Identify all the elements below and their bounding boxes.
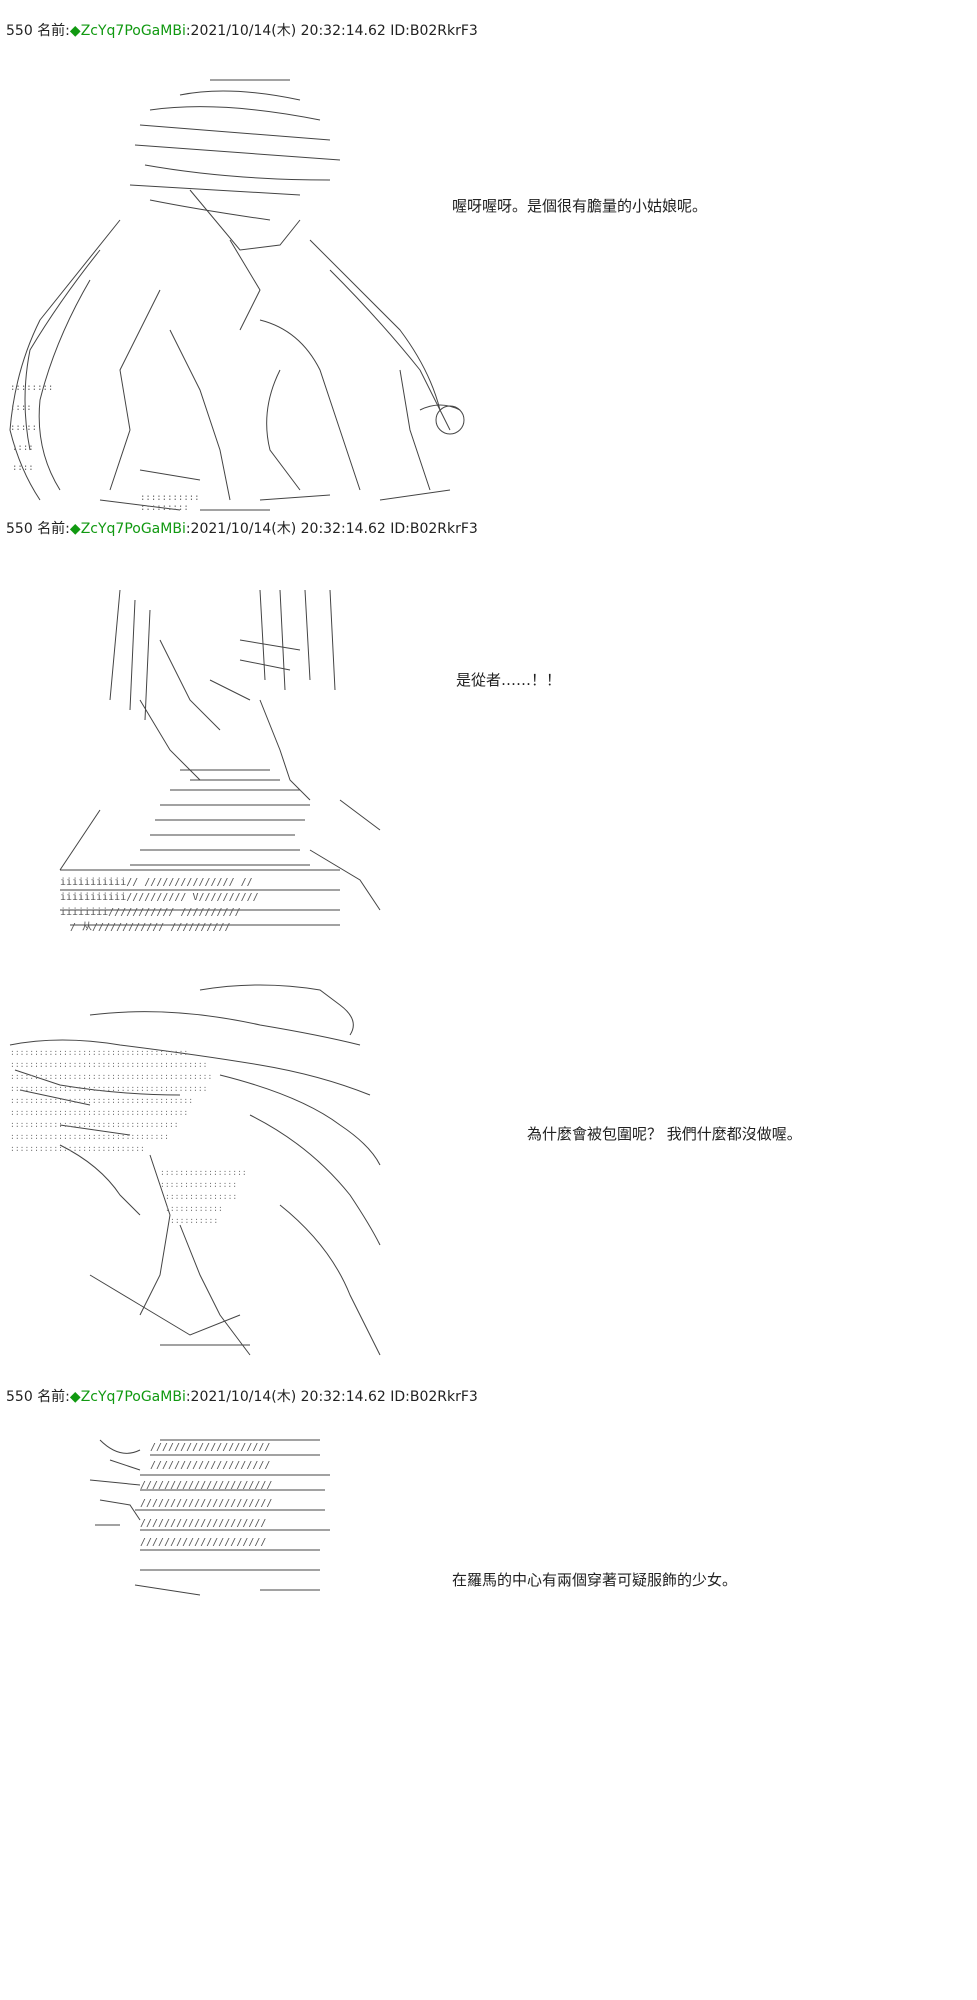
svg-text::::::: ::::: xyxy=(10,423,37,433)
post-datetime: :2021/10/14(木) 20:32:14.62 xyxy=(185,1389,386,1405)
svg-text::::::::::::::::: ::::::::::::::: xyxy=(165,1192,237,1201)
svg-text://////////////////////: ////////////////////// xyxy=(140,1498,272,1509)
svg-text:iiiiiiiiiii////////// V///////: iiiiiiiiiii////////// V////////// xyxy=(60,892,259,903)
svg-text:::::::::::::::::::::::::::::::: ::::::::::::::::::::::::::::::::::::::::… xyxy=(10,1060,207,1069)
svg-text:::::::::::: :::::::::: xyxy=(170,1216,218,1225)
dialogue-line: 是從者……！！ xyxy=(456,671,562,689)
post-id[interactable]: ID:B02RkrF3 xyxy=(390,23,478,39)
ascii-art-drawing: iiiiiiiiiii// /////////////// // iiiiiii… xyxy=(59,589,381,933)
dialogue-line: 為什麼會被包圍呢？ 我們什麼都沒做喔。 xyxy=(527,1125,802,1143)
svg-text:::::::::::::::::: :::::::::::::::: xyxy=(160,1180,237,1189)
svg-text:::::::::::::::::::::::::::::::: ::::::::::::::::::::::::::::::::: xyxy=(10,1132,169,1141)
post-datetime: :2021/10/14(木) 20:32:14.62 xyxy=(185,521,386,537)
post-header: 550 名前:◆ZcYq7PoGaMBi:2021/10/14(木) 20:32… xyxy=(6,520,478,538)
post-header: 550 名前:◆ZcYq7PoGaMBi:2021/10/14(木) 20:32… xyxy=(6,1388,478,1406)
name-label: 名前: xyxy=(37,521,70,537)
svg-text:::::::::::::::::::::::::::::::: ::::::::::::::::::::::::::::::::::: xyxy=(10,1120,179,1129)
post-datetime: :2021/10/14(木) 20:32:14.62 xyxy=(185,23,386,39)
trip-diamond-icon: ◆ xyxy=(69,521,81,537)
svg-text:::::: :::: xyxy=(12,443,34,453)
svg-text::::::::::::: ::::::::::: xyxy=(140,493,200,503)
svg-text:::::::::::::::::::::::::::::::: ::::::::::::::::::::::::::::::::::::: xyxy=(10,1108,188,1117)
svg-text:::::::::::::::::::::::::::::: :::::::::::::::::::::::::::: xyxy=(10,1144,145,1153)
svg-text:::::::::::::::::::: :::::::::::::::::: xyxy=(160,1168,247,1177)
ascii-art-figure: //////////////////// ///////////////////… xyxy=(80,1430,340,1600)
dialogue-line: 在羅馬的中心有兩個穿著可疑服飾的少女。 xyxy=(452,1571,738,1589)
svg-text://////////////////////: ////////////////////// xyxy=(140,1480,272,1491)
svg-text::::::::::: ::::::::: xyxy=(140,503,189,513)
trip-code[interactable]: ZcYq7PoGaMBi xyxy=(80,23,186,39)
trip-diamond-icon: ◆ xyxy=(69,1389,81,1405)
post-header: 550 名前:◆ZcYq7PoGaMBi:2021/10/14(木) 20:32… xyxy=(6,22,478,40)
svg-text://///////////////////: ///////////////////// xyxy=(140,1518,266,1529)
svg-text:::::::::: :::::::: xyxy=(10,383,53,393)
post-id[interactable]: ID:B02RkrF3 xyxy=(390,521,478,537)
svg-text:////////////////////: //////////////////// xyxy=(150,1460,270,1471)
ascii-art-drawing: ::::::::::::::::::::::::::::::::::::: ::… xyxy=(9,984,381,1356)
post-number: 550 xyxy=(6,23,33,39)
dialogue-line: 喔呀喔呀。是個很有膽量的小姑娘呢。 xyxy=(452,197,708,215)
svg-text:::::::::::::::::::::::::::::::: ::::::::::::::::::::::::::::::::::::::::… xyxy=(10,1072,212,1081)
post-number: 550 xyxy=(6,1389,33,1405)
svg-text:::::: :::: xyxy=(10,403,32,413)
trip-diamond-icon: ◆ xyxy=(69,23,81,39)
svg-text:::::::::::::::::::::::::::::::: :::::::::::::::::::::::::::::::::::::: xyxy=(10,1096,193,1105)
post-id[interactable]: ID:B02RkrF3 xyxy=(390,1389,478,1405)
ascii-art-drawing: //////////////////// ///////////////////… xyxy=(89,1439,330,1596)
name-label: 名前: xyxy=(37,23,70,39)
svg-text:iiiiiiii/////////// //////////: iiiiiiii/////////// ////////// xyxy=(60,907,241,918)
svg-text:::::: :::: xyxy=(12,463,34,473)
svg-text://///////////////////: ///////////////////// xyxy=(140,1537,266,1548)
trip-code[interactable]: ZcYq7PoGaMBi xyxy=(80,1389,186,1405)
svg-text:iiiiiiiiiii// ///////////////: iiiiiiiiiii// /////////////// // xyxy=(60,877,253,888)
svg-text:::::::::::::: :::::::::::: xyxy=(165,1204,223,1213)
trip-code[interactable]: ZcYq7PoGaMBi xyxy=(80,521,186,537)
svg-text:/ 从//////////// //////////: / 从//////////// ////////// xyxy=(70,922,231,933)
name-label: 名前: xyxy=(37,1389,70,1405)
ascii-art-drawing: :::::::: :::: ::::: :::: :::: ::::::::::… xyxy=(9,79,465,513)
ascii-art-figure: :::::::: :::: ::::: :::: :::: ::::::::::… xyxy=(0,70,480,520)
svg-text:////////////////////: //////////////////// xyxy=(150,1442,270,1453)
svg-text:::::::::::::::::::::::::::::::: ::::::::::::::::::::::::::::::::::::: xyxy=(10,1048,188,1057)
ascii-art-figure: ::::::::::::::::::::::::::::::::::::: ::… xyxy=(0,975,420,1375)
post-number: 550 xyxy=(6,521,33,537)
svg-text:::::::::::::::::::::::::::::::: ::::::::::::::::::::::::::::::::::::::::… xyxy=(10,1084,207,1093)
ascii-art-figure: iiiiiiiiiii// /////////////// // iiiiiii… xyxy=(40,580,390,940)
